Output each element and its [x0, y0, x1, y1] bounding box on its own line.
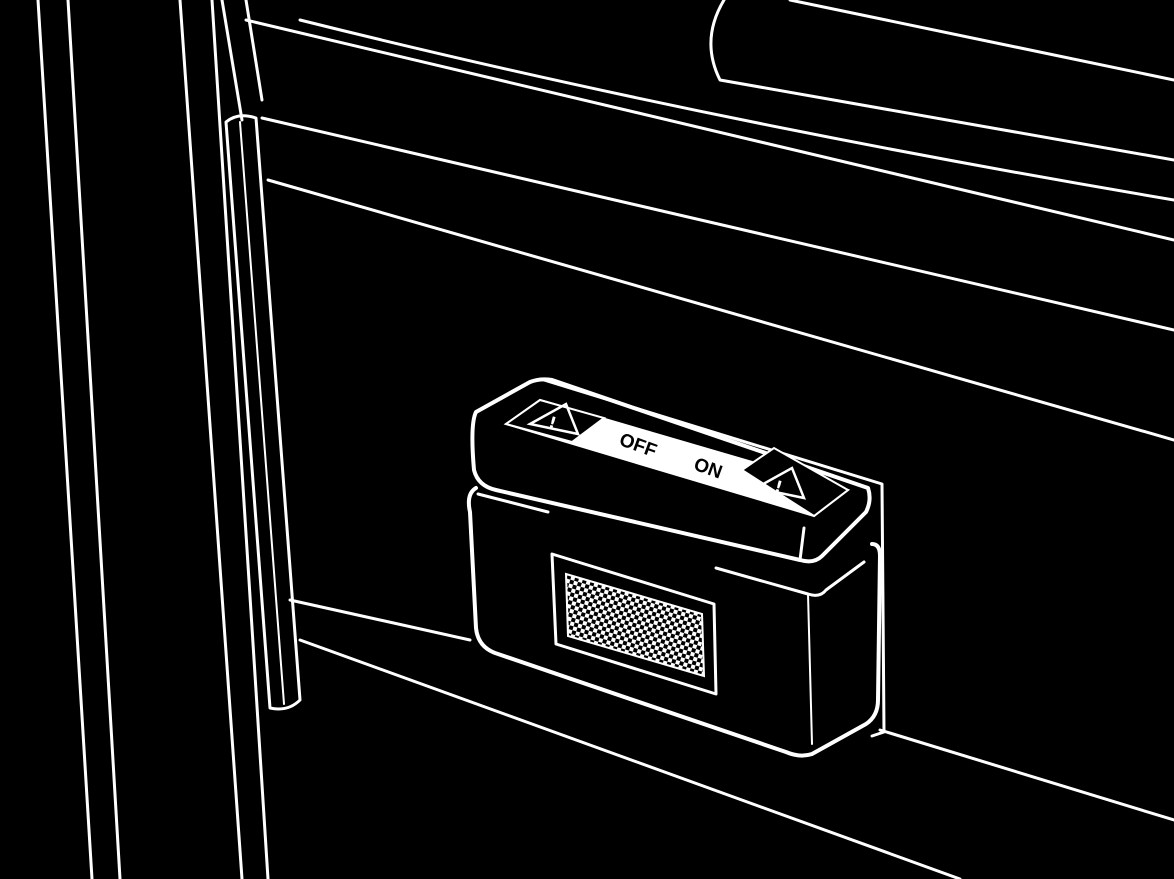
window-trim	[244, 0, 1174, 442]
lower-panel-lines	[288, 598, 1174, 879]
door-seal-strip	[224, 114, 302, 711]
switch-unit[interactable]: ! ! OFF ON	[466, 377, 886, 758]
switch-label-strip: ! ! OFF ON	[503, 398, 851, 518]
door-pillar	[36, 0, 270, 879]
indicator-lens	[550, 552, 718, 696]
